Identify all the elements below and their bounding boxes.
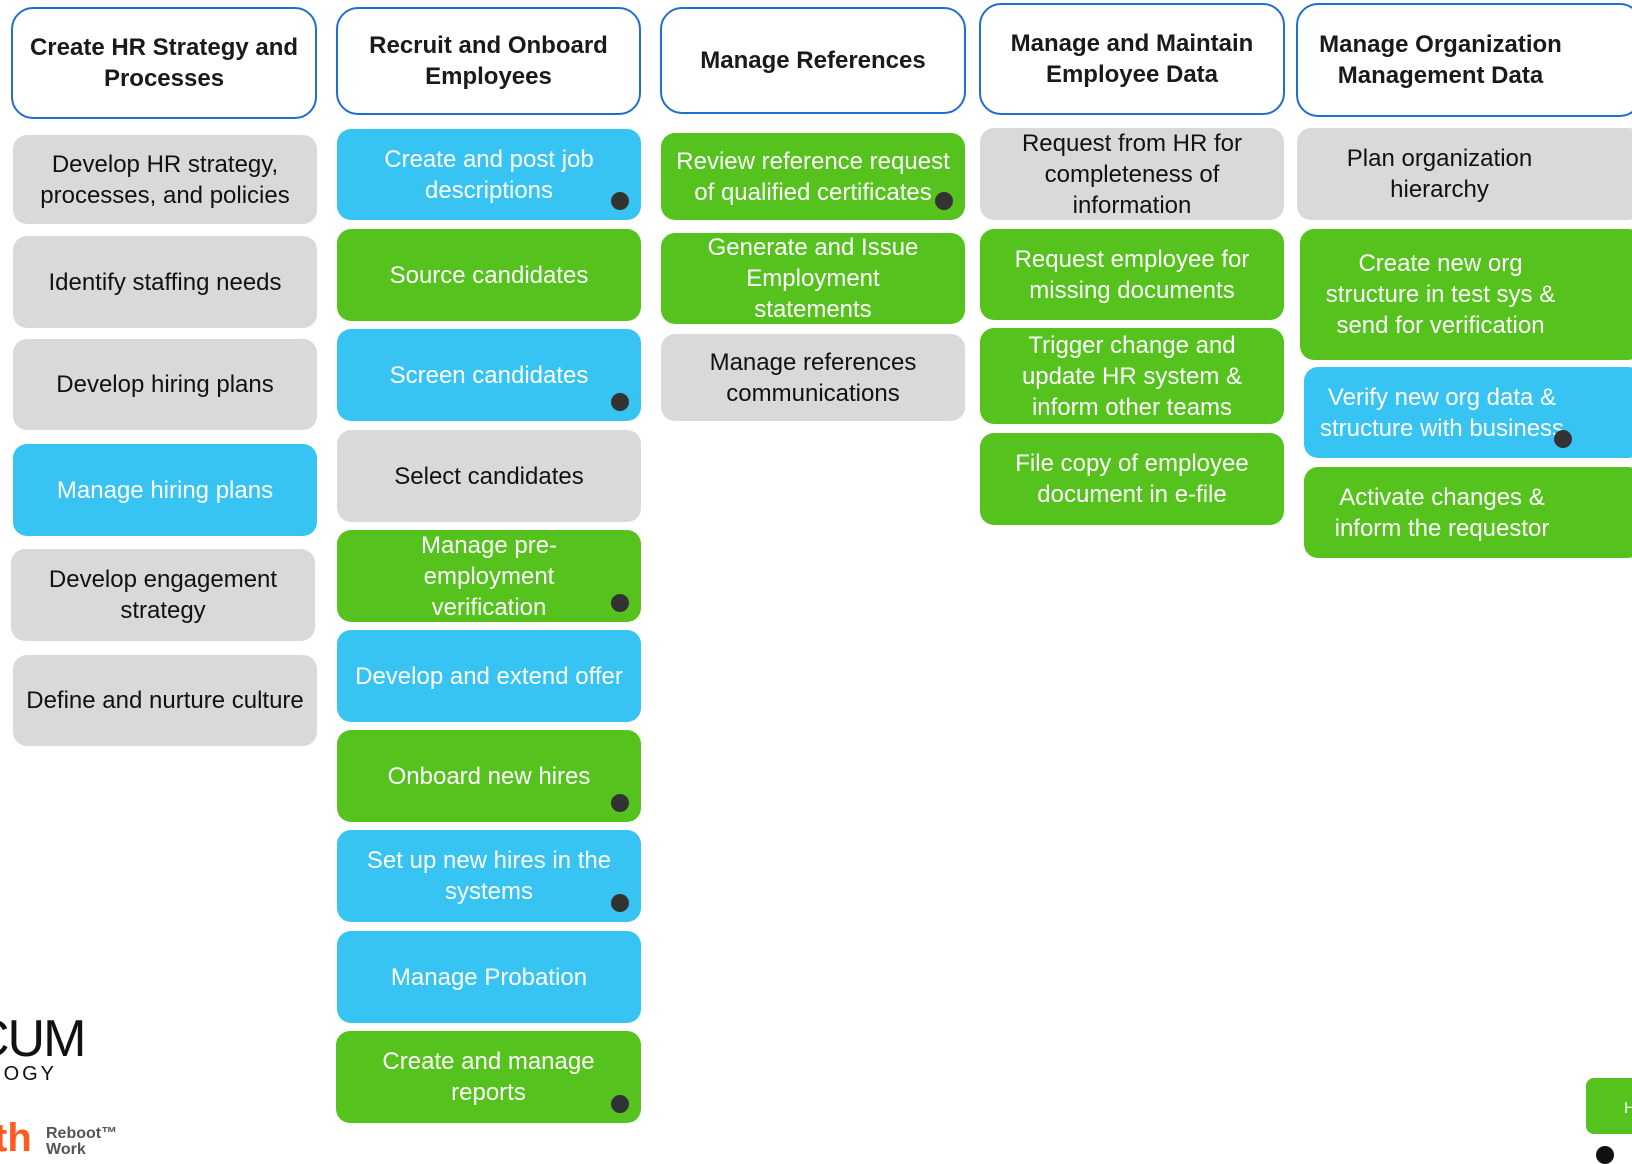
step-manage-hiring-plans: Manage hiring plans	[13, 444, 317, 536]
step-request-hr-completeness: Request from HR for completeness of info…	[980, 128, 1284, 220]
logo-text: Reboot™ Work	[46, 1125, 118, 1158]
step-label: Create and manage reports	[382, 1048, 595, 1106]
column-header-recruit-onboard: Recruit and Onboard Employees	[336, 7, 641, 115]
column-header-organization-data: Manage Organization Management Data	[1296, 3, 1632, 117]
marker-dot	[611, 594, 629, 612]
step-file-copy-employee-document: File copy of employee document in e-file	[980, 433, 1284, 525]
step-create-manage-reports: Create and manage reports	[336, 1031, 641, 1123]
step-request-missing-documents: Request employee for missing documents	[980, 229, 1284, 320]
step-label: Set up new hires in the systems	[366, 847, 612, 905]
step-screen-candidates: Screen candidates	[337, 329, 641, 421]
step-label: Verify new org data & structure with bus…	[1319, 383, 1565, 442]
step-label: Generate and Issue Employment statements	[707, 234, 919, 323]
marker-dot	[935, 192, 953, 210]
step-manage-probation: Manage Probation	[337, 931, 641, 1023]
company-logo-top: CUM DLOGY	[0, 1012, 92, 1084]
step-setup-new-hires-systems: Set up new hires in the systems	[337, 830, 641, 922]
column-header-employee-data: Manage and Maintain Employee Data	[979, 3, 1285, 115]
step-identify-staffing-needs: Identify staffing needs	[13, 236, 317, 328]
logo-tagline: DLOGY	[0, 1063, 58, 1085]
legend-green-swatch: H	[1586, 1078, 1632, 1134]
step-develop-extend-offer: Develop and extend offer	[337, 630, 641, 722]
step-label: Plan organization hierarchy	[1346, 145, 1533, 203]
step-manage-references-communications: Manage references communications	[661, 334, 965, 421]
step-select-candidates: Select candidates	[337, 430, 641, 522]
logo-wordmark: CUM	[0, 1010, 86, 1068]
step-develop-engagement-strategy: Develop engagement strategy	[11, 549, 315, 641]
step-source-candidates: Source candidates	[337, 229, 641, 321]
step-define-nurture-culture: Define and nurture culture	[13, 655, 317, 746]
step-create-new-org-structure: Create new org structure in test sys & s…	[1300, 229, 1632, 360]
step-trigger-change-update-hr: Trigger change and update HR system & in…	[980, 328, 1284, 424]
marker-dot	[611, 393, 629, 411]
legend-label: H	[1624, 1100, 1632, 1117]
marker-dot	[611, 1095, 629, 1113]
column-header-manage-references: Manage References	[660, 7, 966, 114]
step-review-reference-request: Review reference request of qualified ce…	[661, 133, 965, 220]
step-label: Manage pre-employment verification	[420, 531, 558, 621]
marker-dot	[1554, 430, 1572, 448]
column-header-hr-strategy: Create HR Strategy and Processes	[11, 7, 317, 119]
step-label: Create and post job descriptions	[384, 145, 594, 204]
company-logo-bottom: th Reboot™ Work	[0, 1116, 154, 1164]
step-label: Review reference request of qualified ce…	[676, 147, 950, 206]
step-create-post-job-descriptions: Create and post job descriptions	[337, 129, 641, 220]
step-label: Create new org structure in test sys & s…	[1325, 250, 1556, 339]
step-activate-changes: Activate changes & inform the requestor	[1304, 467, 1632, 558]
step-onboard-new-hires: Onboard new hires	[337, 730, 641, 822]
marker-dot	[611, 794, 629, 812]
step-pre-employment-verification: Manage pre-employment verification	[337, 530, 641, 622]
step-plan-organization-hierarchy: Plan organization hierarchy	[1297, 128, 1632, 220]
marker-dot	[611, 894, 629, 912]
step-develop-hiring-plans: Develop hiring plans	[13, 339, 317, 430]
step-develop-hr-strategy: Develop HR strategy, processes, and poli…	[13, 135, 317, 224]
header-text: Manage Organization Management Data	[1319, 31, 1562, 89]
step-label: Activate changes & inform the requestor	[1334, 483, 1550, 542]
marker-dot	[611, 192, 629, 210]
step-label: Screen candidates	[389, 361, 589, 389]
step-generate-employment-statements: Generate and Issue Employment statements	[661, 233, 965, 324]
step-verify-new-org-data: Verify new org data & structure with bus…	[1304, 367, 1632, 458]
logo-mark: th	[0, 1116, 32, 1160]
legend-dot-marker	[1596, 1146, 1614, 1164]
step-label: Onboard new hires	[387, 762, 591, 790]
